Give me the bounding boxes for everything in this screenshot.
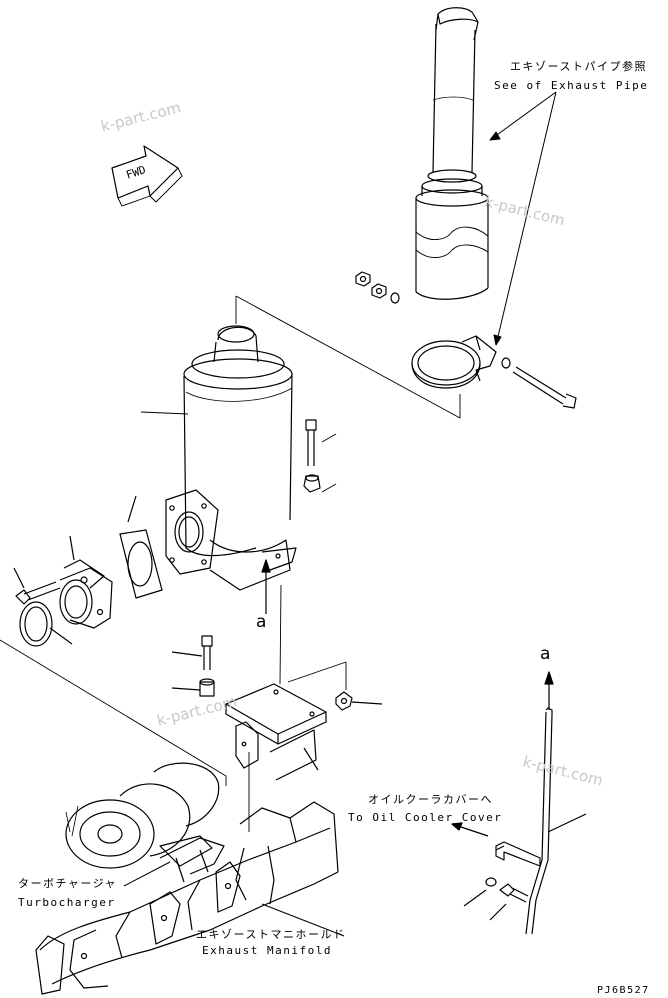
muffler <box>165 325 297 591</box>
label-manifold-jp: エキゾーストマニホールド <box>196 928 346 941</box>
clamp-nuts <box>355 271 400 304</box>
bracket-bolt <box>171 635 215 697</box>
exhaust-manifold <box>35 801 339 995</box>
label-leader-lines <box>123 861 345 937</box>
gasket <box>119 495 163 599</box>
reference-arrow-a-muffler <box>261 559 271 614</box>
reference-letter-a-tube: a <box>540 644 551 664</box>
drawing-id: PJ6B527 <box>597 985 650 996</box>
label-oil-cooler-en: To Oil Cooler Cover <box>348 811 503 824</box>
muffler-bracket <box>225 683 327 781</box>
exhaust-pipe <box>415 7 489 300</box>
reference-letter-a-muffler: a <box>256 612 267 632</box>
label-exhaust-pipe-jp: エキゾーストパイプ参照 <box>510 60 647 73</box>
assembly-lines <box>140 295 461 832</box>
turbocharger <box>65 762 220 883</box>
elbow-bolt <box>13 567 61 605</box>
label-exhaust-pipe-en: See of Exhaust Pipe <box>494 79 649 92</box>
label-manifold-en: Exhaust Manifold <box>202 944 332 957</box>
muffler-clamp <box>411 335 577 409</box>
drain-tube <box>525 707 587 935</box>
label-turbocharger-jp: ターボチャージャ <box>18 877 118 890</box>
muffler-bolt <box>303 419 321 493</box>
bracket-nut <box>287 661 383 711</box>
fwd-arrow-icon <box>111 145 183 207</box>
ring-gasket <box>19 601 73 647</box>
leader-lines-exhaust <box>489 91 557 346</box>
tube-clip-bolt <box>463 877 529 921</box>
reference-line-turbo <box>0 639 227 786</box>
label-turbocharger-en: Turbocharger <box>18 896 116 909</box>
reference-arrow-a-tube <box>544 671 554 710</box>
label-oil-cooler-jp: オイルクーラカバーへ <box>368 793 493 806</box>
exhaust-elbow <box>59 535 113 629</box>
tube-bracket <box>451 822 541 867</box>
